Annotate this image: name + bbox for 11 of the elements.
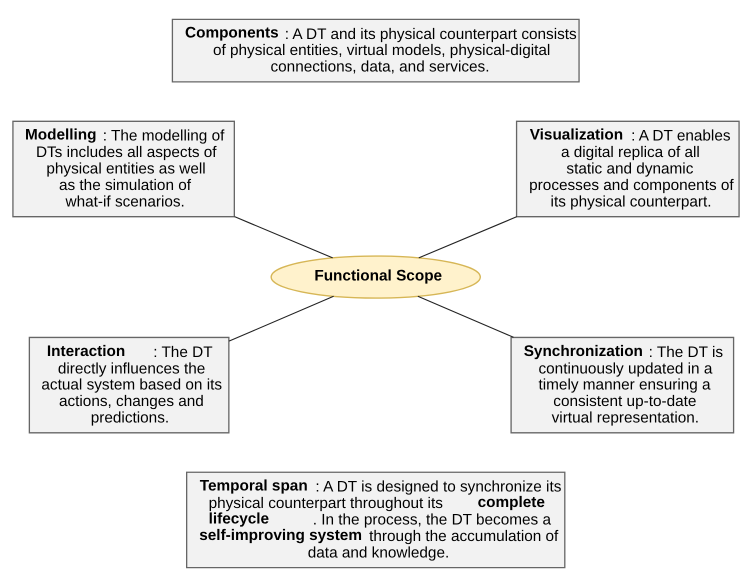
connector [234,216,333,258]
node-box: Interaction: The DT directly influences the actual system based on its actions, changes and predictions. [28,336,230,433]
node-box: Synchronization: The DT is continuously updated in a timely manner ensuring a consistent up-to-date virtual representation. [510,336,734,433]
node-box: Temporal span: A DT is designed to synchronize its physical counterpart throughout its complete lifecycle. In the process, the DT becomes a self-improving system through the accumulation of data and knowledge. [186,471,566,568]
connector [418,216,518,258]
connector [228,295,334,342]
node-box: Visualization: A DT enables a digital replica of all static and dynamic processes and components of its physical counterpart. [516,120,740,217]
connector [418,295,514,338]
node-box: Components: A DT and its physical counterpart consists of physical entities, virtual models, physical-digital connections, data, and services. [172,18,580,82]
node-box: Modelling: The modelling of DTs includes all aspects of physical entities as well as the simulation of what-if scenarios. [12,120,235,217]
node-ellipse: Functional Scope [270,254,481,298]
